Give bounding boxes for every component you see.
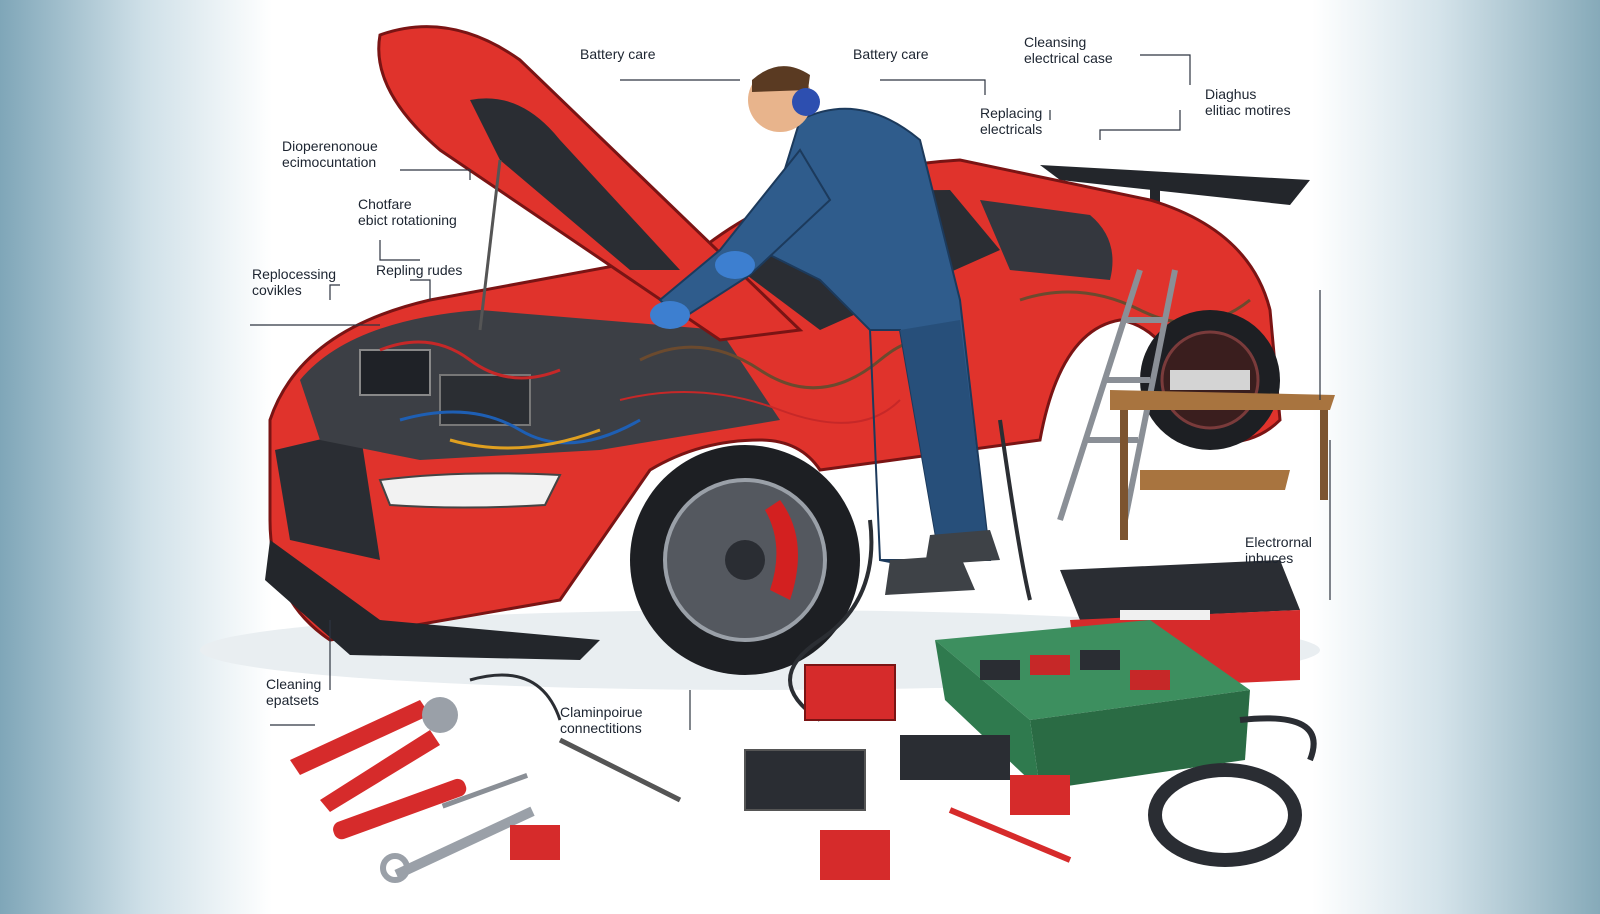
label-repling-rudes: Repling rudes xyxy=(376,262,463,278)
label-replocessing-line2: covikles xyxy=(252,282,302,298)
screwdriver-icon xyxy=(333,773,529,840)
headlight xyxy=(378,472,562,509)
probe-tool xyxy=(558,737,682,803)
label-battery-care-1: Battery care xyxy=(580,46,656,62)
workbench xyxy=(1110,370,1335,540)
label-cleansing-line1: Cleansing xyxy=(1024,34,1087,50)
label-replacing-electricals: Replacing electricals xyxy=(980,105,1042,137)
front-splitter xyxy=(265,540,600,660)
label-electrornal-line2: inbuces xyxy=(1245,550,1294,566)
label-replacing-line1: Replacing xyxy=(980,105,1043,121)
ear-protector-icon xyxy=(792,88,820,116)
label-claminpoirue: Claminpoirue connectitions xyxy=(560,704,642,736)
label-replacing-line2: electricals xyxy=(980,121,1043,137)
label-cleansing: Cleansing electrical case xyxy=(1024,34,1113,66)
front-grille xyxy=(275,430,380,560)
label-cleansing-line2: electrical case xyxy=(1024,50,1113,66)
cable-coil xyxy=(1148,763,1302,867)
label-electrornal: Electrornal inbuces xyxy=(1245,534,1312,566)
label-claminpoirue-line2: connectitions xyxy=(560,720,642,736)
label-cleaning-line2: epatsets xyxy=(266,692,319,708)
side-window xyxy=(980,200,1113,280)
label-dioperenonoue-line1: Dioperenonoue xyxy=(282,138,378,154)
label-battery-care-2: Battery care xyxy=(853,46,929,62)
battery xyxy=(359,349,431,396)
label-claminpoirue-line1: Claminpoirue xyxy=(560,704,643,720)
label-chotfare: Chotfare ebict rotationing xyxy=(358,196,457,228)
label-dioperenonoue-line2: ecimocuntation xyxy=(282,154,377,170)
floor-cable xyxy=(788,519,874,722)
boot-right xyxy=(925,530,1000,565)
boot-left xyxy=(885,555,975,595)
label-diagnosing-line1: Diaghus xyxy=(1205,86,1257,102)
glove-left xyxy=(650,301,690,329)
label-diagnosing: Diaghus elitiac motires xyxy=(1205,86,1291,118)
green-parts-crate xyxy=(935,620,1250,790)
label-dioperenonoue: Dioperenonoue ecimocuntation xyxy=(282,138,378,170)
wrench-icon xyxy=(380,806,535,883)
glove-right xyxy=(715,251,755,279)
label-replocessing: Replocessing covikles xyxy=(252,266,336,298)
mechanic xyxy=(650,66,1000,595)
engine-bay xyxy=(300,310,780,460)
label-diagnosing-line2: elitiac motires xyxy=(1205,102,1291,118)
label-cleaning-epatsets: Cleaning epatsets xyxy=(266,676,321,708)
label-cleaning-line1: Cleaning xyxy=(266,676,322,692)
label-chotfare-line2: ebict rotationing xyxy=(358,212,457,228)
fuse-tray xyxy=(744,749,866,811)
label-electrornal-line1: Electrornal xyxy=(1245,534,1312,550)
mechanic-legs xyxy=(900,320,990,560)
label-chotfare-line1: Chotfare xyxy=(358,196,412,212)
label-replocessing-line1: Replocessing xyxy=(252,266,337,282)
pliers-icon xyxy=(290,697,458,812)
front-wheel xyxy=(630,445,860,675)
label-leader-lines xyxy=(250,54,1331,730)
relay-box xyxy=(804,664,896,721)
